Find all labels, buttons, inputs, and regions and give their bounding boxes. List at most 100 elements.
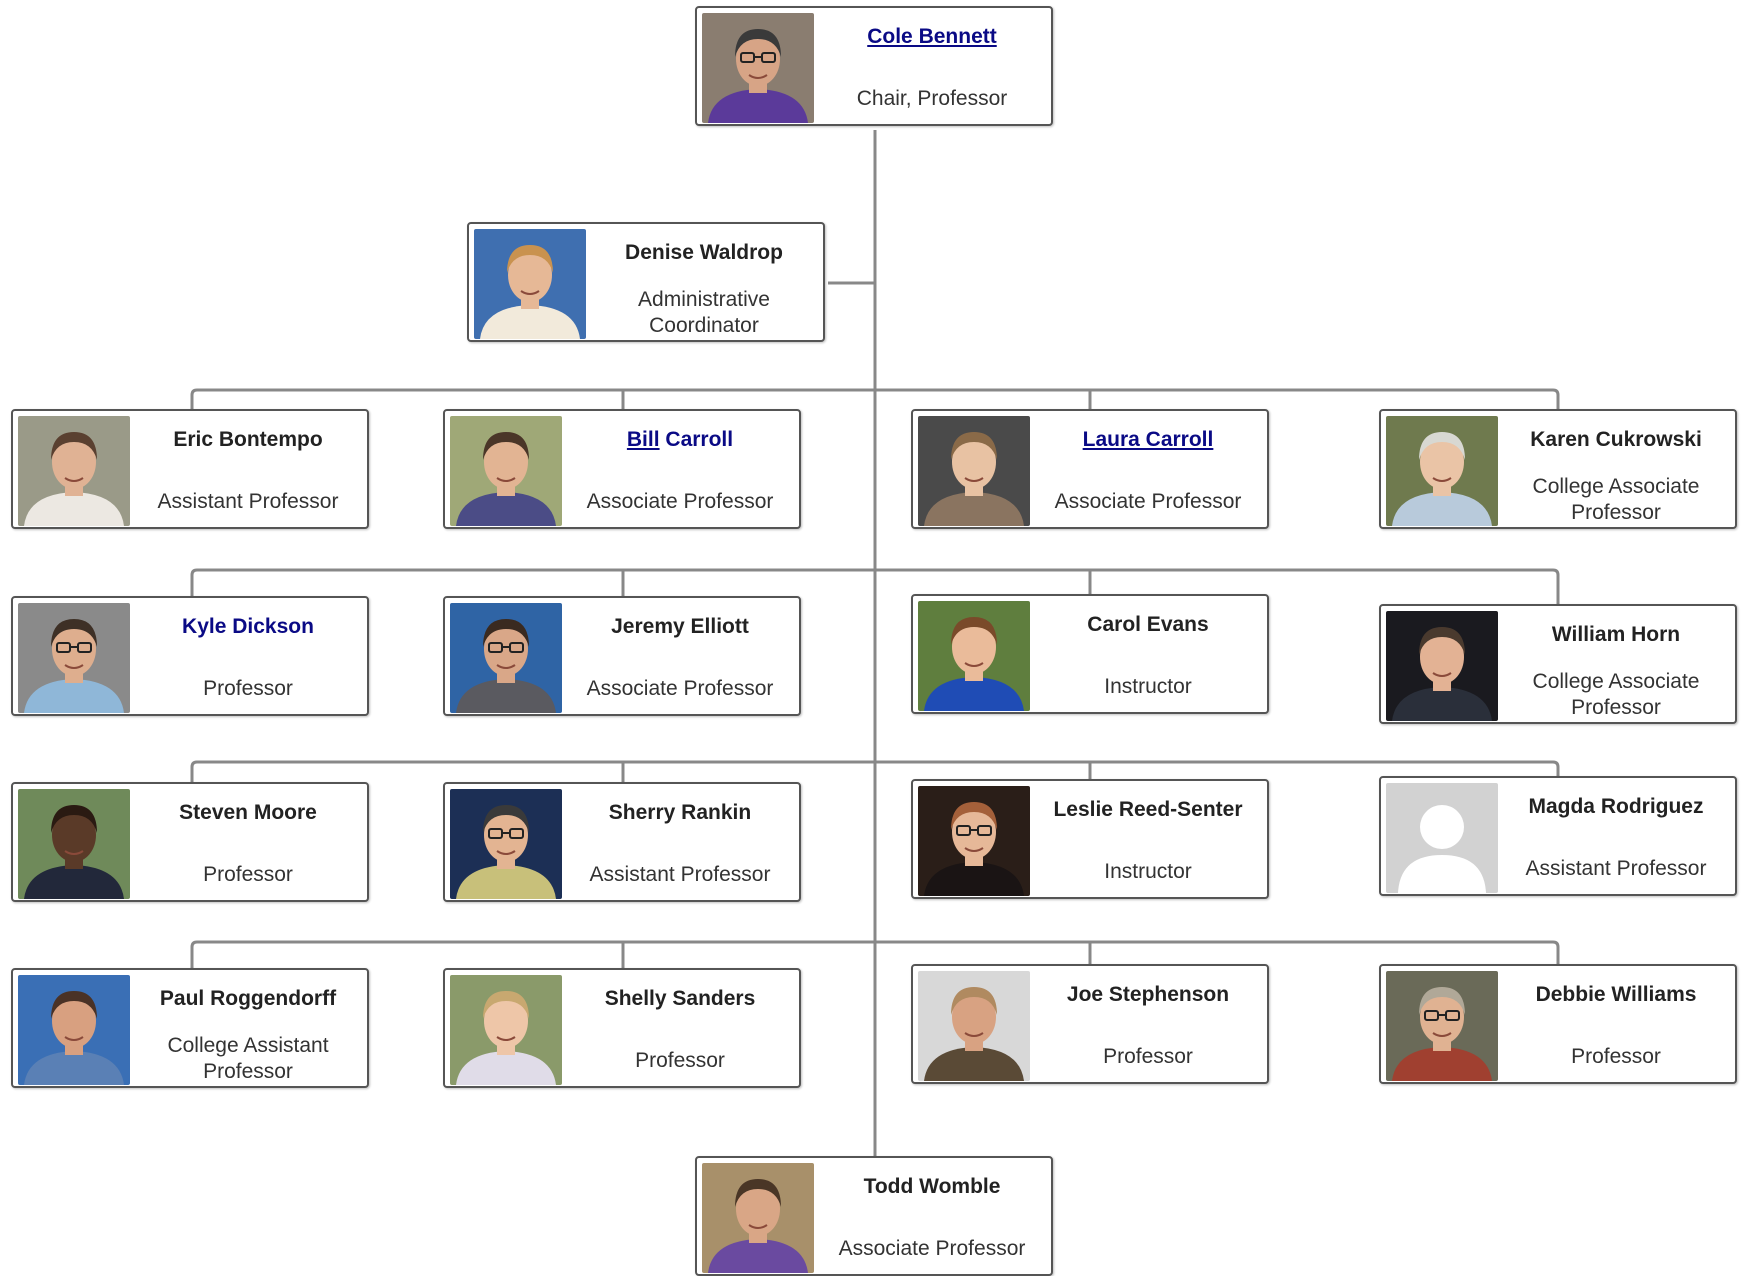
person-role: Instructor xyxy=(1104,675,1192,698)
person-name: Magda Rodriguez xyxy=(1528,795,1704,818)
person-name[interactable]: Kyle Dickson xyxy=(182,615,314,638)
person-name: Todd Womble xyxy=(863,1175,1001,1198)
person-role: Assistant Professor xyxy=(157,490,339,513)
person-role: College Assistant Professor xyxy=(167,1034,329,1083)
person-name: Paul Roggendorff xyxy=(159,987,337,1010)
person-role: Professor xyxy=(1103,1045,1193,1068)
person-name: Sherry Rankin xyxy=(608,801,752,824)
name-rest: Carroll xyxy=(659,428,734,451)
person-name: Steven Moore xyxy=(179,801,317,824)
photo-eric-bontempo xyxy=(18,416,130,526)
photo-steven-moore xyxy=(18,789,130,899)
person-role: College Associate Professor xyxy=(1532,475,1700,524)
person-role: Associate Professor xyxy=(838,1237,1026,1260)
person-name: Debbie Williams xyxy=(1535,983,1697,1006)
photo-magda-rodriguez xyxy=(1386,783,1498,893)
photo-todd-womble xyxy=(702,1163,814,1273)
person-role: Instructor xyxy=(1104,860,1192,883)
branch-row4 xyxy=(190,940,1560,968)
person-role: Associate Professor xyxy=(1054,490,1242,513)
person-name[interactable]: Laura Carroll xyxy=(1082,428,1214,451)
photo-bill-carroll xyxy=(450,416,562,526)
person-name: Eric Bontempo xyxy=(173,428,323,451)
person-role: College Associate Professor xyxy=(1532,670,1700,719)
photo-paul-roggendorff xyxy=(18,975,130,1085)
person-role: Assistant Professor xyxy=(589,863,771,886)
branch-row1 xyxy=(190,388,1560,409)
person-name[interactable]: Bill Carroll xyxy=(567,427,793,453)
person-role: Administrative Coordinator xyxy=(638,288,770,337)
person-role: Assistant Professor xyxy=(1525,857,1707,880)
photo-laura-carroll xyxy=(918,416,1030,526)
photo-karen-cukrowski xyxy=(1386,416,1498,526)
photo-kyle-dickson xyxy=(18,603,130,713)
photo-sherry-rankin xyxy=(450,789,562,899)
person-name: Carol Evans xyxy=(1087,613,1209,636)
photo-shelly-sanders xyxy=(450,975,562,1085)
person-name: Jeremy Elliott xyxy=(611,615,749,638)
branch-row2 xyxy=(190,568,1560,604)
photo-carol-evans xyxy=(918,601,1030,711)
person-role: Chair, Professor xyxy=(856,87,1008,110)
photo-joe-stephenson xyxy=(918,971,1030,1081)
branch-row3 xyxy=(190,760,1560,782)
name-link-part[interactable]: Bill xyxy=(626,428,660,451)
person-role: Professor xyxy=(1571,1045,1661,1068)
person-role: Professor xyxy=(203,863,293,886)
person-role: Professor xyxy=(635,1049,725,1072)
person-name: Karen Cukrowski xyxy=(1530,428,1702,451)
person-name: Leslie Reed-Senter xyxy=(1053,798,1243,821)
person-name: Denise Waldrop xyxy=(625,241,783,264)
photo-jeremy-elliott xyxy=(450,603,562,713)
person-name: Joe Stephenson xyxy=(1066,983,1230,1006)
person-name: Shelly Sanders xyxy=(604,987,756,1010)
person-name: William Horn xyxy=(1551,623,1681,646)
photo-leslie-reed-senter xyxy=(918,786,1030,896)
person-role: Associate Professor xyxy=(586,677,774,700)
photo-denise-waldrop xyxy=(474,229,586,339)
person-role: Professor xyxy=(203,677,293,700)
photo-debbie-williams xyxy=(1386,971,1498,1081)
photo-william-horn xyxy=(1386,611,1498,721)
person-role: Associate Professor xyxy=(586,490,774,513)
person-name[interactable]: Cole Bennett xyxy=(867,25,997,48)
